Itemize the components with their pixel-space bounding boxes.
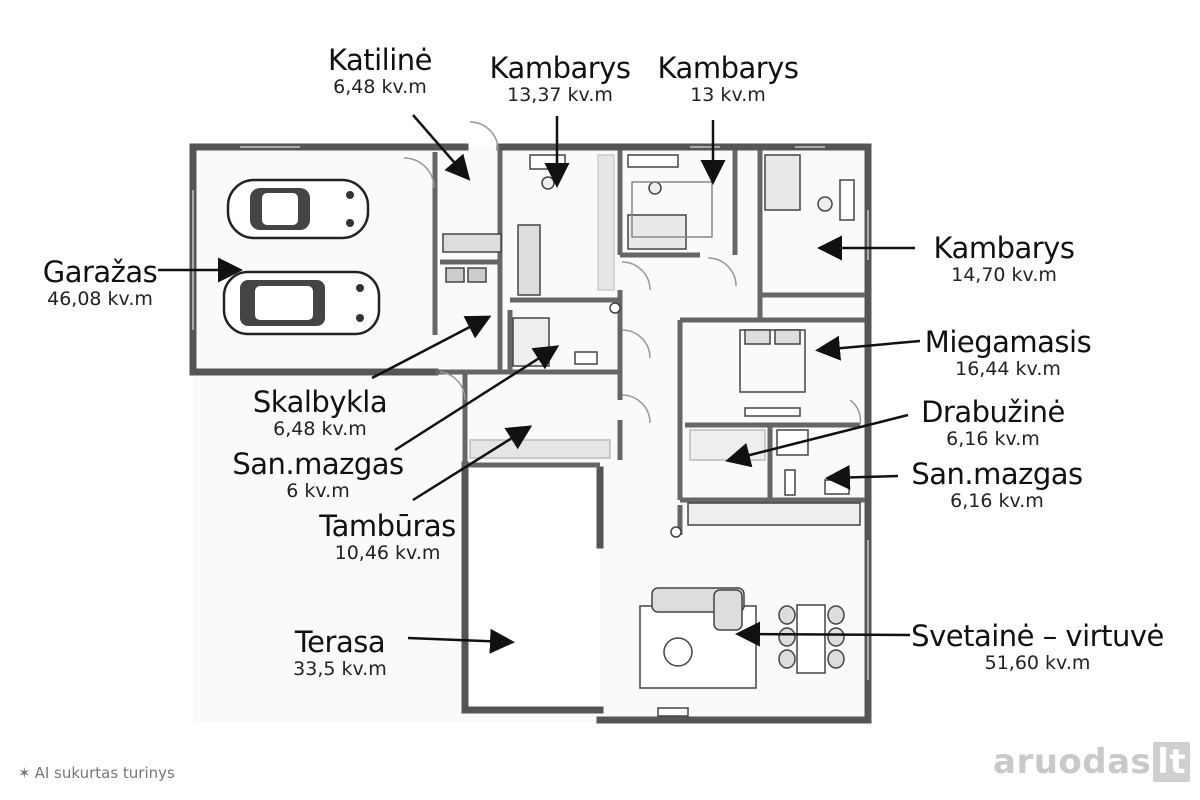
room-label-svetaine: Svetainė – virtuvė 51,60 kv.m [905,619,1170,675]
room-label-miegamasis: Miegamasis 16,44 kv.m [918,325,1098,381]
room-name: Miegamasis [924,325,1092,359]
room-area: 6,16 kv.m [946,428,1040,451]
room-area: 13 kv.m [690,84,766,107]
car-icon [226,178,370,240]
car-icon [222,270,381,336]
ai-notice-text: AI sukurtas turinys [34,764,175,782]
room-name: Drabužinė [921,395,1065,429]
room-label-tamburas: Tambūras 10,46 kv.m [305,509,470,565]
room-name: Katilinė [327,43,433,77]
room-label-terasa: Terasa 33,5 kv.m [270,625,410,681]
room-area: 10,46 kv.m [334,542,441,565]
room-area: 13,37 kv.m [507,84,613,107]
room-label-garazas: Garažas 46,08 kv.m [25,255,175,311]
room-area: 33,5 kv.m [293,658,387,681]
room-name: Kambarys [657,51,799,85]
room-name: Garažas [42,255,158,289]
room-name: Tambūras [319,509,456,543]
room-name: San.mazgas [911,457,1083,491]
room-label-katiline: Katilinė 6,48 kv.m [320,43,440,99]
room-area: 14,70 kv.m [951,264,1057,287]
ai-content-notice: ✶AI sukurtas turinys [18,764,175,782]
room-name: Skalbykla [252,385,388,419]
room-label-kambarys-3: Kambarys 14,70 kv.m [924,231,1084,287]
room-name: Svetainė – virtuvė [911,619,1164,653]
room-area: 6 kv.m [286,480,350,503]
room-label-sanmazgas-2: San.mazgas 6,16 kv.m [902,457,1092,513]
room-area: 6,48 kv.m [273,418,367,441]
room-name: Kambarys [489,51,631,85]
sparkle-icon: ✶ [18,764,31,782]
outer-walls [189,143,872,724]
room-name: San.mazgas [232,447,404,481]
room-label-kambarys-2: Kambarys 13 kv.m [648,51,808,107]
room-area: 6,16 kv.m [950,490,1044,513]
doors [403,121,862,426]
room-label-sanmazgas-1: San.mazgas 6 kv.m [228,447,408,503]
room-name: Kambarys [933,231,1075,265]
brand-tld: lt [1153,742,1191,782]
room-area: 46,08 kv.m [47,288,153,311]
brand-name: aruodas [993,742,1152,782]
leader-arrows [158,114,921,654]
windows [192,146,869,680]
room-label-kambarys-1: Kambarys 13,37 kv.m [480,51,640,107]
room-area: 6,48 kv.m [333,76,427,99]
interior-walls [432,150,865,535]
room-label-skalbykla: Skalbykla 6,48 kv.m [245,385,395,441]
room-name: Terasa [294,625,386,659]
room-area: 51,60 kv.m [984,652,1091,675]
room-label-drabuzine: Drabužinė 6,16 kv.m [908,395,1078,451]
room-area: 16,44 kv.m [955,358,1061,381]
